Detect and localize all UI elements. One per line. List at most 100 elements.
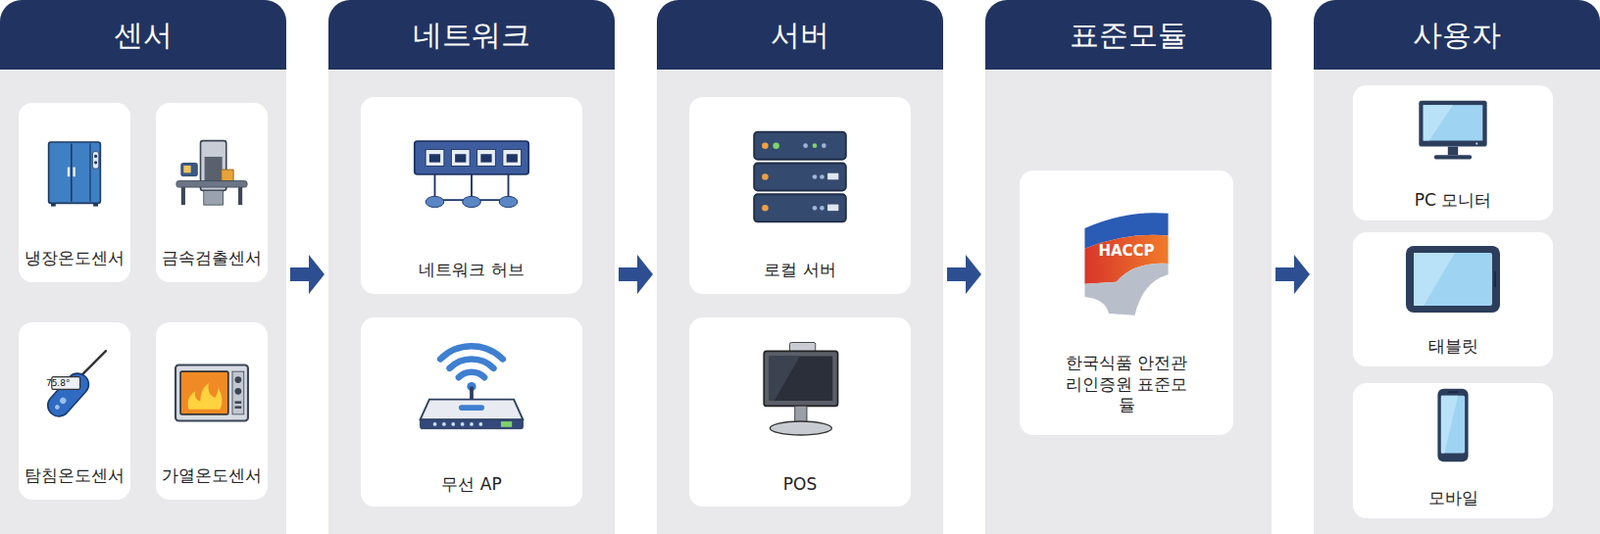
icon-part <box>180 371 229 415</box>
icon-part <box>420 419 524 429</box>
icon-part <box>1423 104 1453 141</box>
icon-part <box>1441 396 1465 454</box>
component-card: 한국식품 안전관리인증원 표준모듈HACCP <box>1019 170 1234 436</box>
icon-part <box>502 150 522 167</box>
icon-part <box>499 196 518 207</box>
flow-arrow <box>618 267 642 282</box>
haccp-icon <box>1075 205 1178 318</box>
icon-part <box>235 400 243 404</box>
icon-part <box>827 173 839 181</box>
panel-title: 서버 <box>656 0 944 70</box>
panel-title: 센서 <box>0 0 287 70</box>
icon-part <box>1413 252 1493 306</box>
icon-part <box>183 165 191 173</box>
icon-part <box>414 141 529 175</box>
icon-part <box>58 396 68 405</box>
icon-part <box>454 153 466 162</box>
icon-part <box>176 181 248 189</box>
icon-part <box>235 405 243 409</box>
icon-part <box>450 359 495 369</box>
icon-part <box>469 387 474 400</box>
stage-panel: 표준모듈한국식품 안전관리인증원 표준모듈HACCP <box>985 0 1272 534</box>
icon-part <box>440 346 503 359</box>
panel-header: 네트워크 <box>328 0 615 70</box>
icon-part <box>480 153 492 162</box>
icon-part <box>821 143 827 149</box>
icon-part <box>188 383 223 410</box>
flow-arrow <box>290 267 313 282</box>
icon-part <box>93 202 99 206</box>
component-card: 로컬 서버 <box>689 97 911 295</box>
component-label: 네트워크 허브 <box>362 259 581 281</box>
icon-part <box>89 144 91 202</box>
icon-part <box>49 142 101 203</box>
icon-part <box>477 150 497 167</box>
pc-icon <box>1401 97 1504 166</box>
icon-part <box>43 368 94 421</box>
icon-part <box>80 350 106 377</box>
icon-part <box>1418 100 1487 148</box>
hub-icon <box>398 126 546 219</box>
panel-title: 표준모듈 <box>985 0 1272 70</box>
component-card: PC 모니터 <box>1352 85 1553 221</box>
component-label: POS <box>691 474 909 496</box>
icon-part <box>1413 252 1455 306</box>
icon-part <box>772 142 780 150</box>
icon-part <box>827 204 839 212</box>
pos-icon <box>731 339 869 443</box>
icon-part <box>500 421 512 428</box>
tablet-icon <box>1394 240 1512 319</box>
fridge-icon <box>35 134 114 213</box>
component-card: 가열온도센서 <box>155 322 268 500</box>
component-card: 모바일 <box>1352 383 1553 519</box>
component-label: 무선 AP <box>362 474 581 496</box>
stage-panel: 센서냉장온도센서 금속검출센서탐침온도센서 75.8° 가열온도센서 <box>0 0 287 534</box>
oven-icon <box>170 351 253 435</box>
router-icon <box>398 337 546 439</box>
panel-title: 네트워크 <box>328 0 615 70</box>
icon-part <box>1448 147 1458 156</box>
panel-title: 사용자 <box>1313 0 1600 70</box>
icon-part <box>1434 154 1472 159</box>
icon-part <box>1494 271 1497 288</box>
icon-part <box>429 153 441 162</box>
icon-part <box>458 372 485 378</box>
icon-part <box>761 142 769 150</box>
component-label: 금속검출센서 <box>157 248 266 269</box>
component-label: 탐침온도센서 <box>20 465 129 487</box>
display-reading: 75.8° <box>44 377 73 391</box>
component-card: 냉장온도센서 <box>18 102 131 283</box>
component-label: 로컬 서버 <box>691 259 909 281</box>
icon-part <box>506 153 518 162</box>
icon-part <box>175 364 249 421</box>
component-card: 탐침온도센서 75.8° <box>18 322 131 500</box>
icon-part <box>50 202 56 206</box>
stage-panel: 네트워크네트워크 허브무선 AP <box>328 0 615 534</box>
icon-part <box>1441 396 1458 454</box>
icon-part <box>1475 142 1478 145</box>
icon-part <box>812 174 818 180</box>
icon-part <box>232 371 245 415</box>
component-label: 냉장온도센서 <box>20 248 129 269</box>
panel-header: 서버 <box>656 0 944 70</box>
component-card: 무선 AP <box>360 317 583 507</box>
icon-part <box>753 194 847 222</box>
component-card: 네트워크 허브 <box>360 97 583 295</box>
icon-part <box>1423 104 1484 141</box>
panel-header: 센서 <box>0 0 287 70</box>
icon-part <box>1448 391 1458 394</box>
icon-part <box>819 174 825 180</box>
component-label: PC 모니터 <box>1354 190 1551 211</box>
icon-part <box>92 151 99 170</box>
icon-part <box>761 204 769 212</box>
component-label: 한국식품 안전관리인증원 표준모듈 <box>1057 352 1196 416</box>
icon-part <box>425 150 445 167</box>
icon-part <box>458 404 485 411</box>
icon-part <box>761 173 769 181</box>
icon-part <box>450 150 470 167</box>
icon-part <box>442 422 447 427</box>
icon-part <box>425 196 445 207</box>
icon-part <box>450 422 455 427</box>
icon-part <box>433 422 438 427</box>
stage-panel: 사용자PC 모니터태블릿모바일 <box>1313 0 1600 534</box>
